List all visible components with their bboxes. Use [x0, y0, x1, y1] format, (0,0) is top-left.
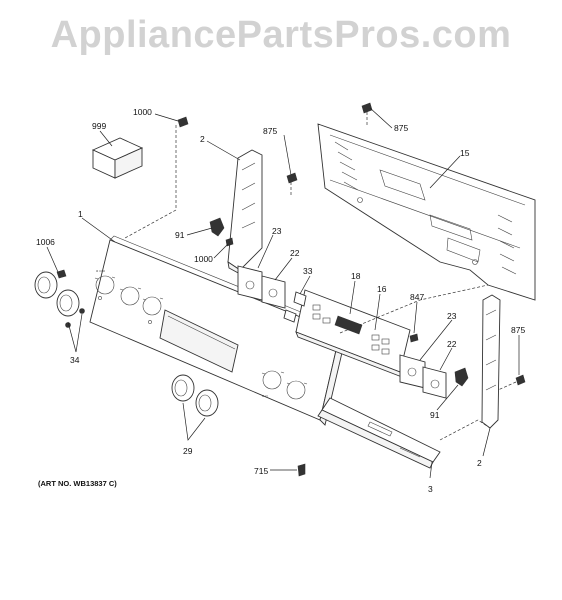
callout-29: 29: [183, 446, 193, 456]
svg-text:o o o: o o o: [96, 268, 106, 273]
infinite-switch-upper-part: [237, 265, 286, 309]
callout-15: 15: [460, 148, 470, 158]
callout-22-lower: 22: [447, 339, 457, 349]
callout-33: 33: [303, 266, 313, 276]
callout-715: 715: [254, 466, 268, 476]
callout-34: 34: [70, 355, 80, 365]
knob-part: [34, 271, 219, 417]
watermark: AppliancePartsPros.com: [50, 14, 512, 56]
callout-1000-upper: 1000: [133, 107, 152, 117]
control-panel-part: o o o o o: [89, 235, 346, 426]
callout-16: 16: [377, 284, 387, 294]
callout-3: 3: [428, 484, 433, 494]
side-bracket-lower-part: [481, 294, 501, 429]
callout-1006: 1006: [36, 237, 55, 247]
alignment-lines: [124, 112, 517, 441]
box-part: [91, 137, 144, 179]
svg-text:o o: o o: [262, 393, 268, 398]
clip-part: [209, 217, 469, 387]
callout-1: 1: [78, 209, 83, 219]
callout-999: 999: [92, 121, 106, 131]
callout-875-lower: 875: [511, 325, 525, 335]
callout-1000-lower: 1000: [194, 254, 213, 264]
callout-23-lower: 23: [447, 311, 457, 321]
callout-23-upper: 23: [272, 226, 282, 236]
switch-part: [283, 291, 307, 323]
callout-18: 18: [351, 271, 361, 281]
art-number: (ART NO. WB13837 C): [38, 479, 117, 488]
callout-875-top: 875: [394, 123, 408, 133]
callout-875-upper: 875: [263, 126, 277, 136]
infinite-switch-lower-part: [399, 354, 447, 399]
callout-91-upper: 91: [175, 230, 185, 240]
callout-22-upper: 22: [290, 248, 300, 258]
rear-bracket-part: [317, 123, 536, 301]
callout-2-upper: 2: [200, 134, 205, 144]
side-bracket-upper-part: [227, 149, 263, 276]
trim-strip-part: [317, 397, 441, 469]
callout-2-lower: 2: [477, 458, 482, 468]
callout-91-lower: 91: [430, 410, 440, 420]
callout-847: 847: [410, 292, 424, 302]
screw-part: [56, 102, 526, 477]
callout-labels: 999 1000 2 875 875 15 1 91 23 1006 1000 …: [36, 107, 525, 494]
leader-lines: [46, 107, 520, 479]
